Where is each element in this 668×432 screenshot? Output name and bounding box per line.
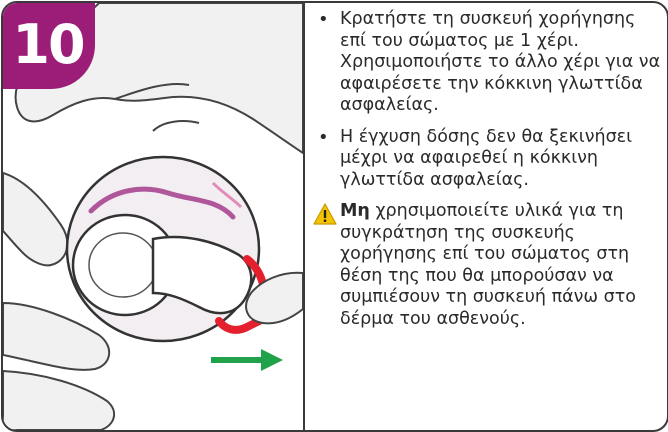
- lower-fingers: [3, 173, 67, 265]
- instruction-bullet-2: • Η έγχυση δόσης δεν θα ξεκινήσει μέχρι …: [315, 127, 665, 192]
- bullet-dot-icon: •: [318, 9, 329, 31]
- warning-emphasis: Μη: [340, 201, 370, 221]
- instructions-text: • Κρατήστε τη συσκευή χορήγησης επί του …: [315, 9, 665, 330]
- step-number-badge: 10: [1, 1, 95, 89]
- warning-text: χρησιμοποιείτε υλικά για τη συγκράτηση τ…: [340, 201, 636, 329]
- instruction-bullet-1: • Κρατήστε τη συσκευή χορήγησης επί του …: [315, 9, 665, 117]
- pull-direction-arrow: [211, 349, 283, 371]
- instruction-text-2: Η έγχυση δόσης δεν θα ξεκινήσει μέχρι να…: [340, 127, 632, 190]
- bullet-dot-icon: •: [318, 127, 329, 149]
- pulling-thumb: [246, 273, 303, 324]
- instruction-text-1: Κρατήστε τη συσκευή χορήγησης επί του σώ…: [340, 9, 660, 115]
- warning-triangle-icon: [313, 203, 337, 225]
- illustration-panel: 10: [3, 3, 305, 430]
- warning-note: Μη χρησιμοποιείτε υλικά για τη συγκράτησ…: [315, 201, 665, 330]
